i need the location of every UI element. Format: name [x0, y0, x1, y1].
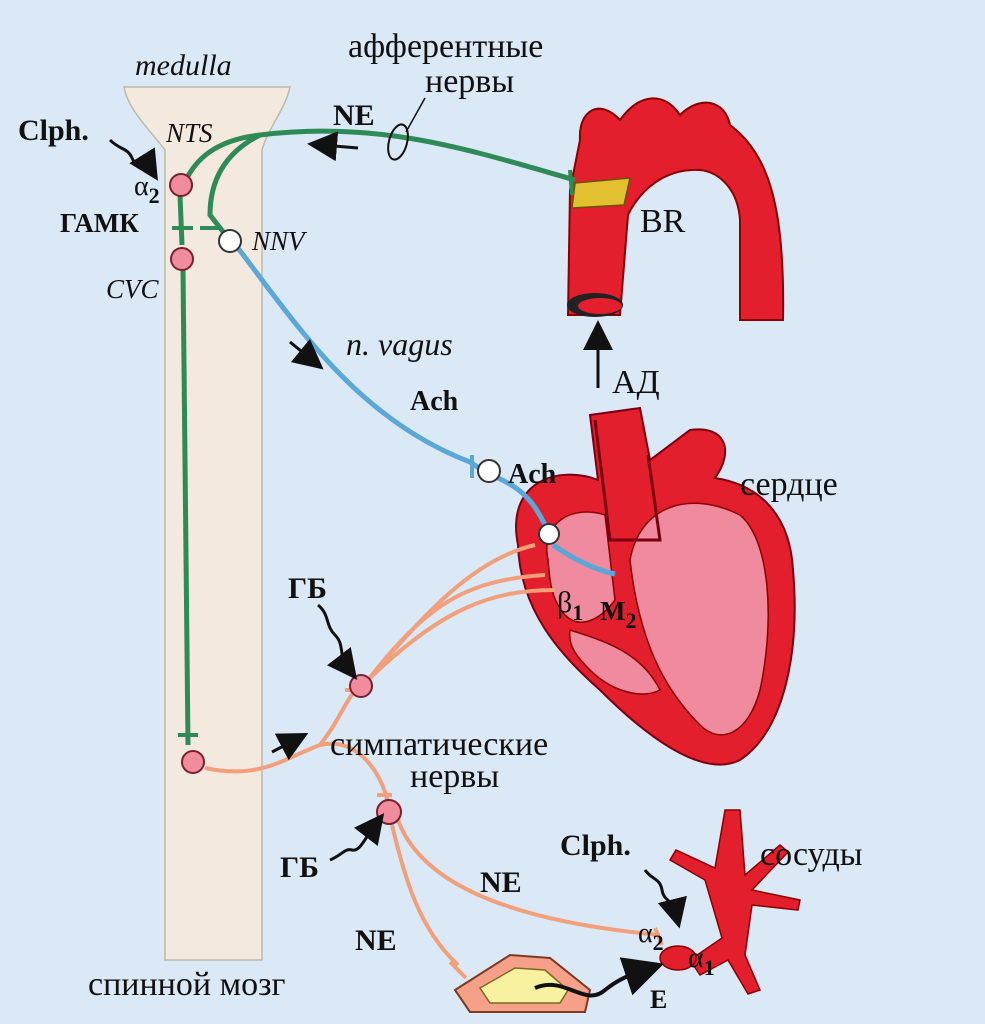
- spinal-preganglionic-neuron: [181, 750, 205, 774]
- afferent-label-line2: нервы: [425, 63, 514, 100]
- upper-ganglion-neuron: [349, 674, 373, 698]
- nnv-label: NNV: [251, 226, 308, 256]
- gb-upper-label: ГБ: [288, 572, 327, 605]
- alpha2-top-label: α2: [134, 171, 160, 208]
- flow-arrows: [271, 131, 613, 761]
- n-vagus-label: n. vagus: [346, 326, 453, 362]
- clph-vessel-label: Clph.: [560, 829, 631, 862]
- ad-label: АД: [612, 364, 660, 401]
- aorta-arch: [566, 97, 785, 321]
- gamk-label: ГАМК: [60, 208, 139, 238]
- afferent-bundle-ring-icon: [387, 123, 409, 161]
- drug-arrows: [108, 138, 687, 998]
- gaba-neuron: [170, 247, 194, 271]
- sympathetic-label-line2: нервы: [410, 758, 499, 795]
- clph-top-label: Clph.: [18, 114, 89, 147]
- medulla-label: medulla: [135, 49, 232, 82]
- vagal-ganglion-neuron: [477, 459, 501, 483]
- e-label: E: [650, 985, 667, 1014]
- epinephrine-arrow-icon: [534, 957, 664, 998]
- ach-heart-label: Ach: [508, 459, 557, 490]
- blood-vessel: [659, 809, 801, 995]
- afferent-pointer-line: [405, 97, 426, 133]
- gb-lower-label: ГБ: [280, 851, 319, 884]
- gb-upper-squiggle-icon: [316, 603, 358, 680]
- spinal-cord-shape: [123, 86, 291, 961]
- cardiac-vagal-neuron: [538, 523, 560, 545]
- nts-neuron: [169, 173, 193, 197]
- baroreceptor-patch: [571, 177, 631, 209]
- vagus-arrow-icon: [289, 338, 324, 370]
- alpha1-vessel-label: α1: [688, 941, 715, 980]
- green-fibers: [177, 128, 576, 746]
- vagus-fiber: [236, 246, 616, 577]
- clph-top-squiggle-icon: [108, 138, 158, 181]
- ne-top-label: NE: [333, 99, 375, 132]
- sympathetic-label-line1: симпатические: [330, 726, 548, 763]
- beta1-label: β1: [557, 586, 583, 625]
- ne-lower-label: NE: [355, 924, 397, 957]
- br-label: BR: [640, 203, 686, 240]
- ach-nerve-label: Ach: [410, 386, 459, 417]
- gb-lower-squiggle-icon: [329, 813, 385, 862]
- alpha2-vessel-label: α2: [638, 918, 664, 955]
- heart-label: сердце: [740, 466, 838, 503]
- spinal-cord-label: спинной мозг: [88, 966, 286, 1003]
- sympathetic-arrow-icon: [271, 733, 309, 761]
- cvc-label: CVC: [106, 274, 160, 304]
- nts-label: NTS: [165, 118, 213, 148]
- sympathetic-fibers: [204, 543, 661, 967]
- heart: [515, 406, 796, 766]
- afferent-label-line1: афферентные: [348, 28, 543, 65]
- vessels-label: сосуды: [760, 836, 863, 873]
- lower-ganglion-neuron: [376, 799, 402, 825]
- adrenal-gland: [453, 953, 592, 1013]
- ne-mid-label: NE: [480, 866, 522, 899]
- afferent-arrow-icon: [307, 131, 359, 162]
- clph-vessel-squiggle-icon: [643, 869, 687, 929]
- nnv-neuron: [218, 229, 242, 253]
- m2-label: M2: [600, 596, 636, 633]
